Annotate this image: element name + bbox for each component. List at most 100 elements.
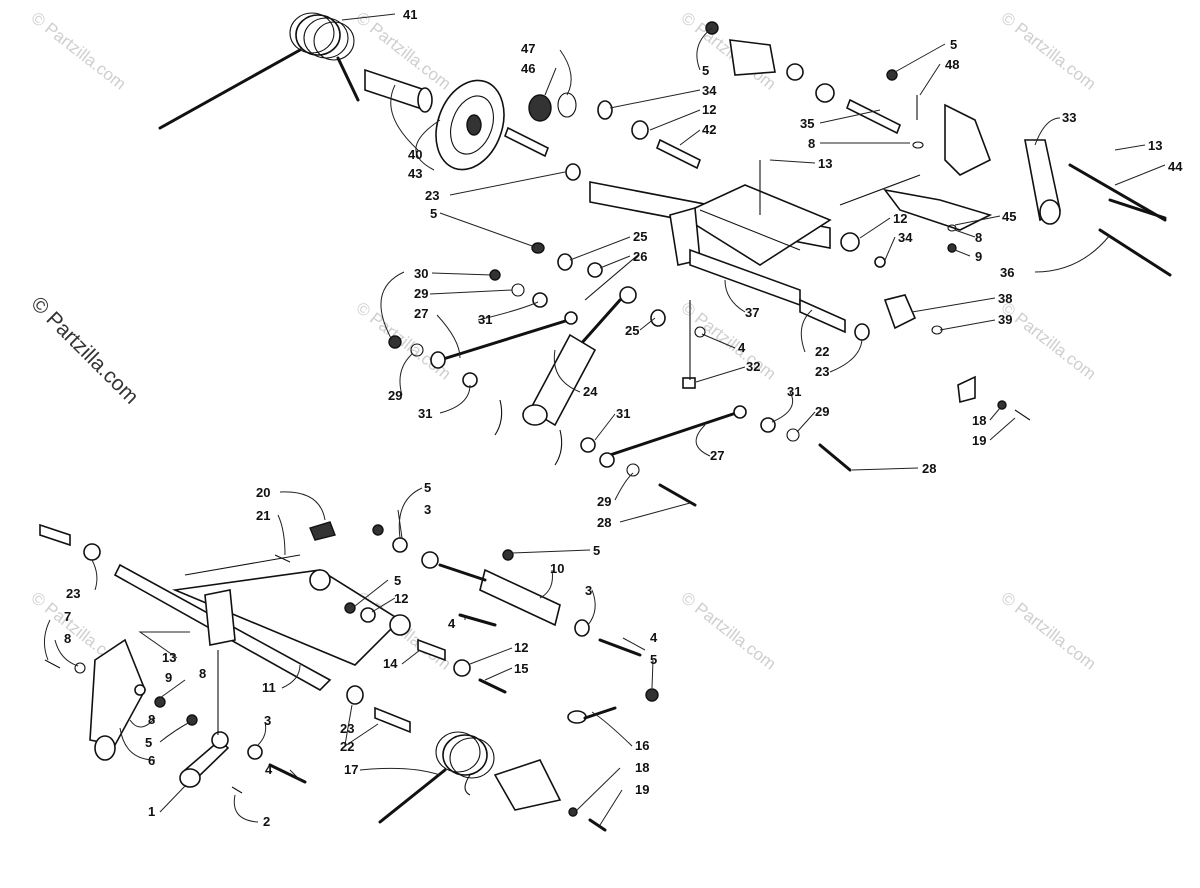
watermark: © Partzilla.com xyxy=(353,298,455,384)
spacer-tube xyxy=(364,68,426,112)
callout-37: 37 xyxy=(745,305,759,320)
callout-40: 40 xyxy=(408,147,422,162)
callout-46: 46 xyxy=(521,61,535,76)
callout-8: 8 xyxy=(808,136,815,151)
watermark: © Partzilla.com xyxy=(678,298,780,384)
callout-29: 29 xyxy=(597,494,611,509)
callout-21: 21 xyxy=(256,508,270,523)
callout-1: 1 xyxy=(148,804,155,819)
callout-22: 22 xyxy=(815,344,829,359)
callout-12: 12 xyxy=(702,102,716,117)
callout-8: 8 xyxy=(199,666,206,681)
callout-29: 29 xyxy=(815,404,829,419)
callout-31: 31 xyxy=(418,406,432,421)
link-rod xyxy=(438,316,577,362)
watermark: © Partzilla.com xyxy=(998,8,1100,94)
callout-30: 30 xyxy=(414,266,428,281)
callout-47: 47 xyxy=(521,41,535,56)
callout-2: 2 xyxy=(263,814,270,829)
callout-10: 10 xyxy=(550,561,564,576)
callout-4: 4 xyxy=(650,630,658,645)
callout-7: 7 xyxy=(64,609,71,624)
callout-13: 13 xyxy=(818,156,832,171)
torsion-spring xyxy=(158,12,360,130)
callout-34: 34 xyxy=(702,83,717,98)
callout-29: 29 xyxy=(414,286,428,301)
callout-5: 5 xyxy=(650,652,657,667)
callout-18: 18 xyxy=(972,413,986,428)
callout-28: 28 xyxy=(597,515,611,530)
callout-28: 28 xyxy=(922,461,936,476)
callout-22: 22 xyxy=(340,739,354,754)
callout-8: 8 xyxy=(975,230,982,245)
callout-26: 26 xyxy=(633,249,647,264)
callout-13: 13 xyxy=(162,650,176,665)
callout-33: 33 xyxy=(1062,110,1076,125)
callout-41: 41 xyxy=(403,7,417,22)
lower-assembly xyxy=(39,521,659,832)
watermark: © Partzilla.com xyxy=(28,8,130,94)
callout-12: 12 xyxy=(893,211,907,226)
callout-17: 17 xyxy=(344,762,358,777)
callout-45: 45 xyxy=(1002,209,1016,224)
callout-23: 23 xyxy=(66,586,80,601)
callout-13: 13 xyxy=(1148,138,1162,153)
callout-44: 44 xyxy=(1168,159,1183,174)
callout-36: 36 xyxy=(1000,265,1014,280)
callout-6: 6 xyxy=(148,753,155,768)
callout-43: 43 xyxy=(408,166,422,181)
callout-4: 4 xyxy=(738,340,746,355)
callout-5: 5 xyxy=(702,63,709,78)
callout-5: 5 xyxy=(430,206,437,221)
callout-42: 42 xyxy=(702,122,716,137)
watermark-side: © Partzilla.com xyxy=(26,292,142,408)
upper-assembly xyxy=(158,12,1172,507)
callout-12: 12 xyxy=(514,640,528,655)
callout-27: 27 xyxy=(414,306,428,321)
callout-8: 8 xyxy=(64,631,71,646)
callout-14: 14 xyxy=(383,656,398,671)
callout-3: 3 xyxy=(585,583,592,598)
callout-9: 9 xyxy=(165,670,172,685)
callout-25: 25 xyxy=(625,323,639,338)
callout-23: 23 xyxy=(425,188,439,203)
callout-5: 5 xyxy=(394,573,401,588)
lower-shock xyxy=(479,568,561,627)
callout-19: 19 xyxy=(972,433,986,448)
callout-5: 5 xyxy=(145,735,152,750)
watermark: © Partzilla.com xyxy=(998,588,1100,674)
callout-16: 16 xyxy=(635,738,649,753)
mount-bracket xyxy=(729,39,776,76)
callout-31: 31 xyxy=(616,406,630,421)
callout-12: 12 xyxy=(394,591,408,606)
lower-torsion-spring xyxy=(378,731,495,824)
callout-31: 31 xyxy=(787,384,801,399)
callout-48: 48 xyxy=(945,57,959,72)
callout-18: 18 xyxy=(635,760,649,775)
a-arm-frame xyxy=(678,184,832,266)
callout-leaders xyxy=(44,13,1166,826)
callout-4: 4 xyxy=(448,616,456,631)
callout-labels: 41 40 43 47 46 23 5 34 12 42 35 8 13 5 4… xyxy=(64,7,1183,829)
callout-29: 29 xyxy=(388,388,402,403)
callout-4: 4 xyxy=(265,762,273,777)
callout-9: 9 xyxy=(975,249,982,264)
link-rod xyxy=(608,408,747,457)
callout-25: 25 xyxy=(633,229,647,244)
callout-5: 5 xyxy=(593,543,600,558)
callout-34: 34 xyxy=(898,230,913,245)
callout-23: 23 xyxy=(815,364,829,379)
idler-wheel xyxy=(435,79,505,171)
callout-27: 27 xyxy=(710,448,724,463)
callout-15: 15 xyxy=(514,661,528,676)
watermark: © Partzilla.com xyxy=(998,298,1100,384)
callout-3: 3 xyxy=(264,713,271,728)
callout-31: 31 xyxy=(478,312,492,327)
callout-3: 3 xyxy=(424,502,431,517)
callout-23: 23 xyxy=(340,721,354,736)
callout-39: 39 xyxy=(998,312,1012,327)
callout-38: 38 xyxy=(998,291,1012,306)
callout-11: 11 xyxy=(262,680,276,695)
callout-5: 5 xyxy=(424,480,431,495)
